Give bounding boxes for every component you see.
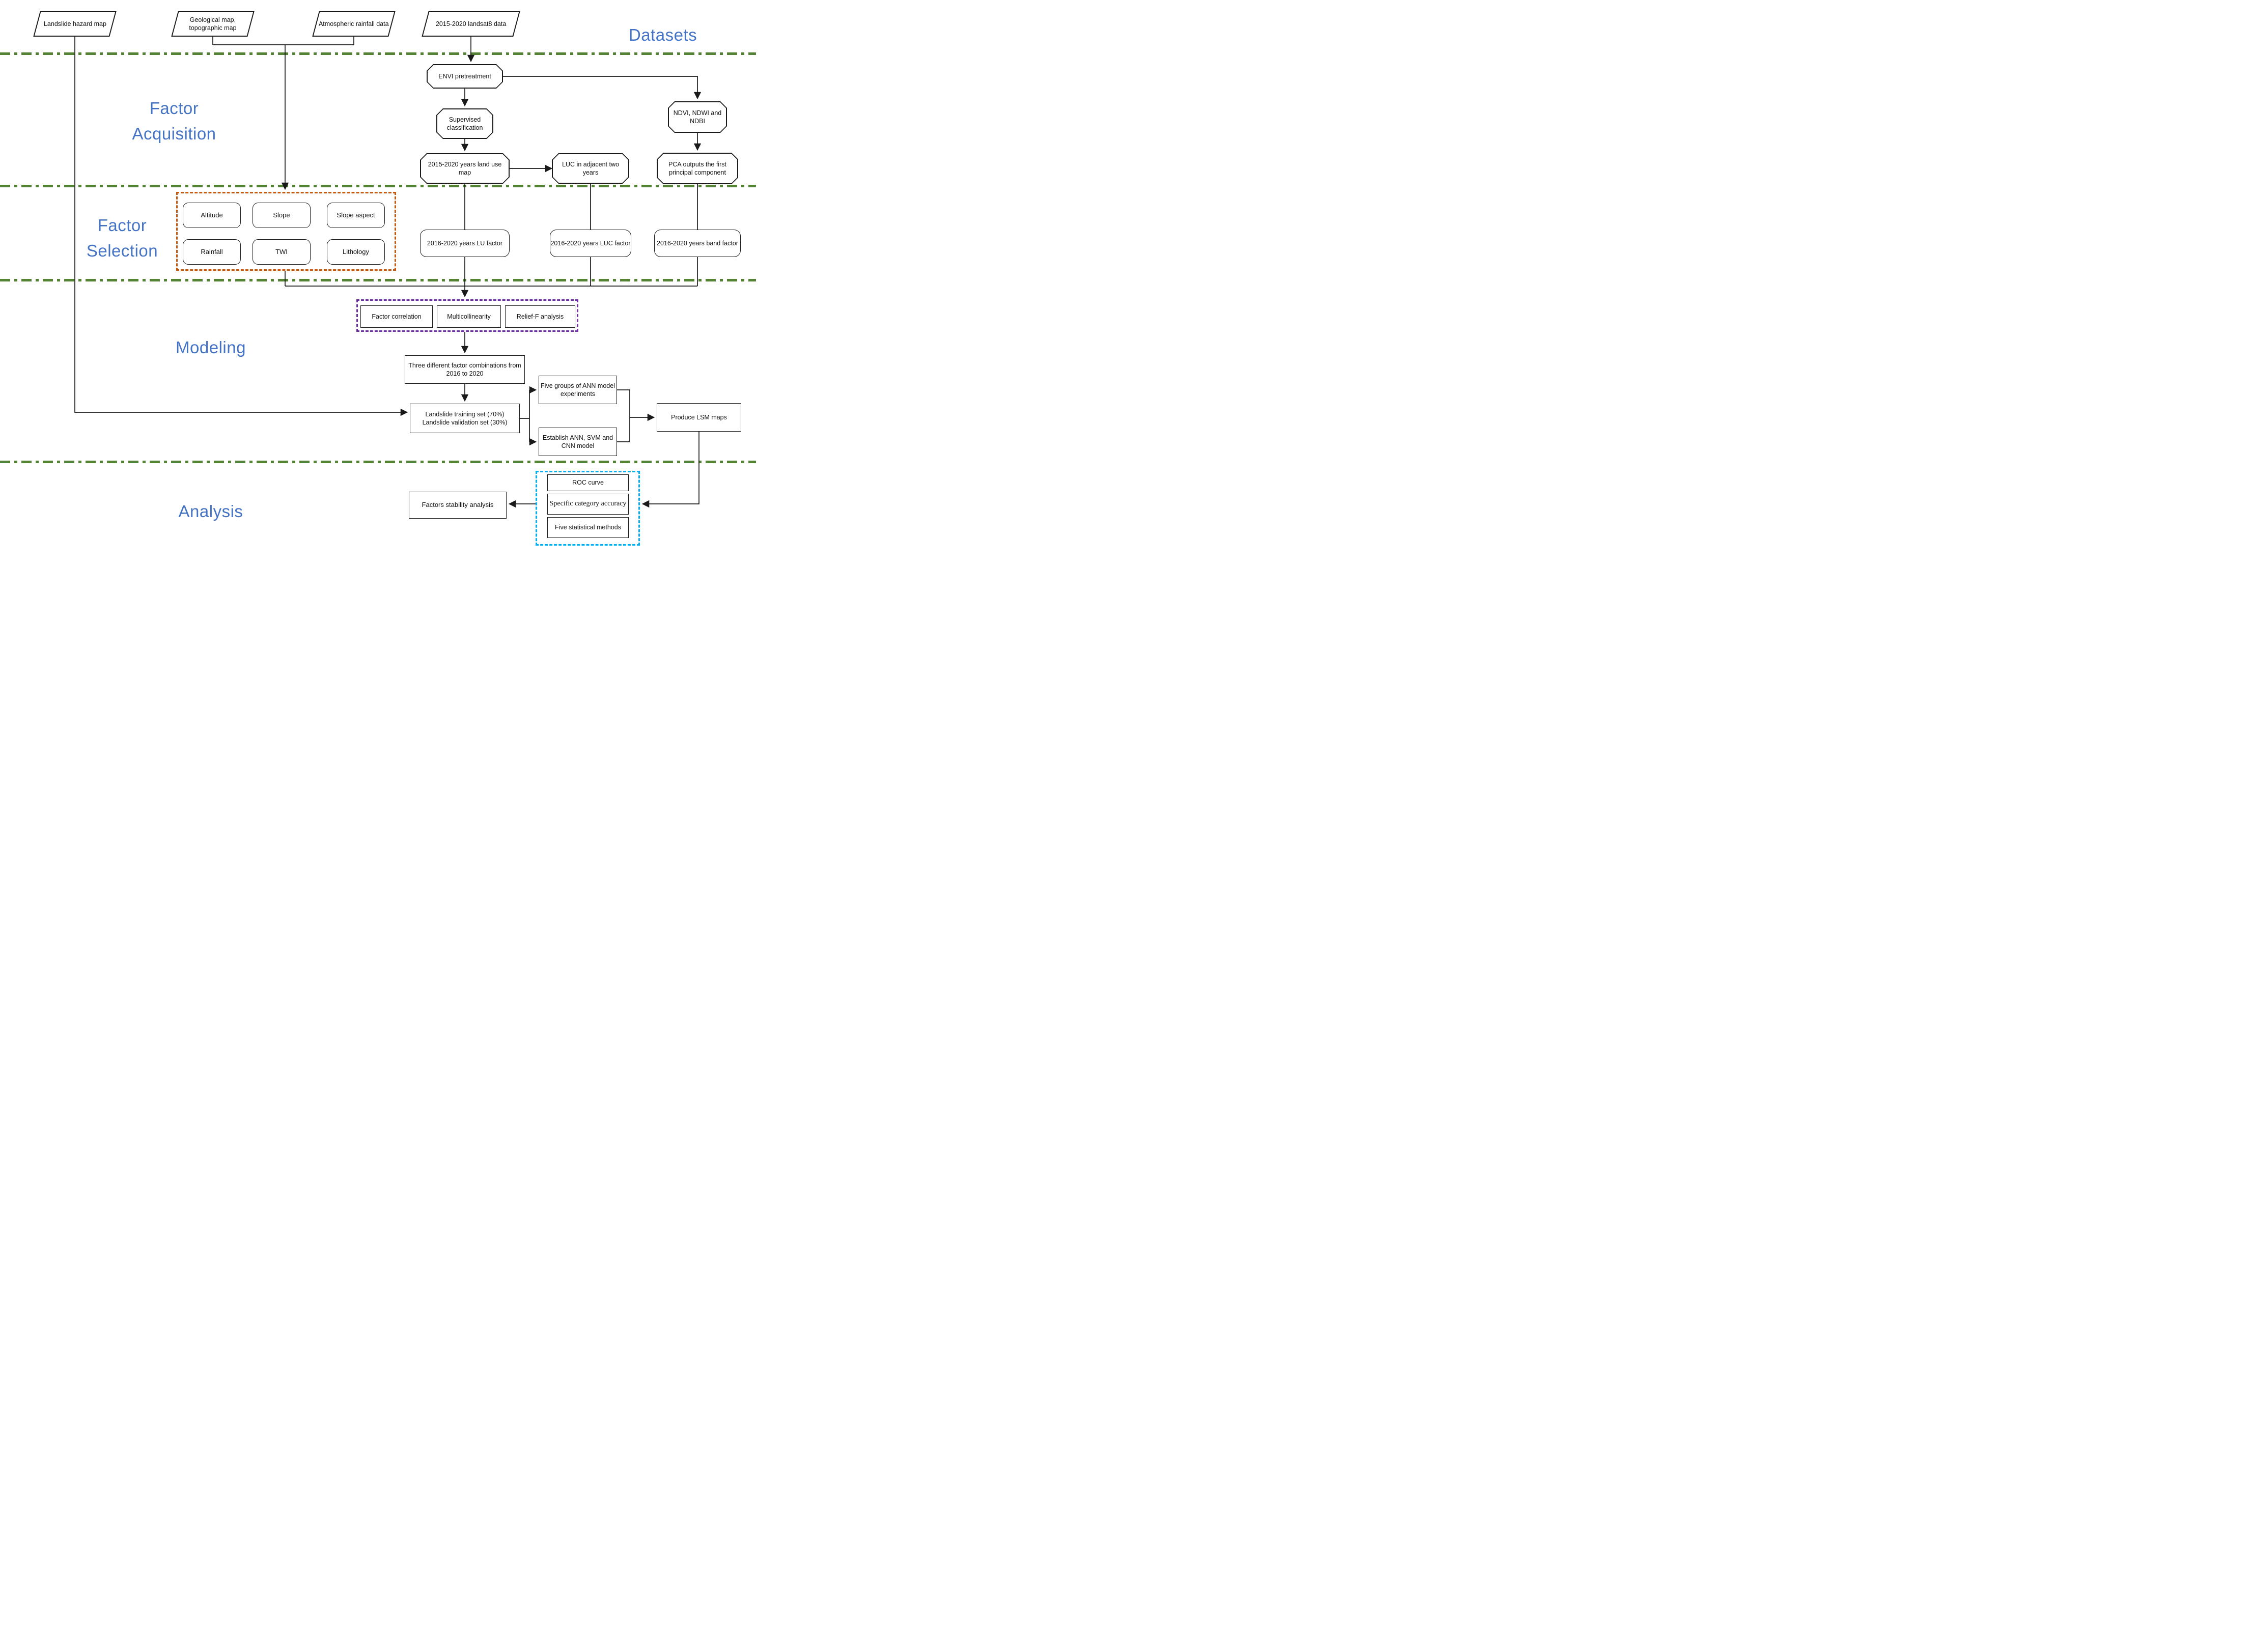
node-label: Factors stability analysis [422,501,494,509]
chip-label: TWI [275,247,288,256]
chip-label: Lithology [342,247,370,256]
terrain-factors-group [176,192,396,271]
node-lu-factor: 2016-2020 years LU factor [420,230,510,257]
dataset-label: Geological map, topographic map [189,16,237,32]
validation-set-line: Landslide validation set (30%) [422,419,508,426]
node-land-use-map: 2015-2020 years land use map [420,153,510,184]
factor-selection-line1: Factor [97,216,147,235]
node-label: Five groups of ANN model experiments [541,382,615,398]
factor-chip-twi: TWI [253,239,311,265]
selection-methods-group [356,299,578,332]
divider-modeling [0,461,756,463]
node-luc-adjacent-years: LUC in adjacent two years [552,153,629,184]
node-label: NDVI, NDWI and NDBI [669,102,726,132]
node-pca-first-component: PCA outputs the first principal componen… [657,153,738,184]
dataset-label: Landslide hazard map [43,20,106,27]
evaluation-methods-group [536,471,640,546]
node-three-combinations: Three different factor combinations from… [405,355,525,384]
node-factors-stability-analysis: Factors stability analysis [409,492,507,519]
node-label: Produce LSM maps [671,413,727,421]
divider-datasets [0,52,756,55]
dataset-label: 2015-2020 landsat8 data [435,20,507,27]
method-label: Relief-F analysis [516,313,564,320]
factor-acquisition-line2: Acquisition [132,124,216,143]
section-label-factor-selection: Factor Selection [61,213,183,263]
factor-selection-line2: Selection [86,241,158,260]
factor-chip-lithology: Lithology [327,239,385,265]
node-envi-pretreatment: ENVI pretreatment [427,64,503,89]
node-specific-category-accuracy: Specific category accuracy [547,494,629,515]
node-label: Landslide training set (70%) Landslide v… [423,410,508,427]
node-five-ann-experiments: Five groups of ANN model experiments [539,376,617,404]
factor-chip-slope-aspect: Slope aspect [327,203,385,228]
node-ndvi-ndwi-ndbi: NDVI, NDWI and NDBI [668,101,727,133]
node-label: ENVI pretreatment [428,65,502,88]
dataset-landslide-hazard-map: Landslide hazard map [33,11,117,37]
node-label: Supervised classification [437,109,493,138]
factor-acquisition-line1: Factor [149,99,199,118]
chip-label: Altitude [201,211,223,219]
node-establish-models: Establish ANN, SVM and CNN model [539,428,617,456]
chip-label: Rainfall [201,247,223,256]
dataset-label: Atmospheric rainfall data [319,20,389,27]
factor-chip-slope: Slope [253,203,311,228]
node-label: 2015-2020 years land use map [421,154,509,183]
node-label: Five statistical methods [555,524,621,531]
method-relief-f: Relief-F analysis [505,305,575,328]
divider-factor-acquisition [0,185,756,187]
section-label-datasets: Datasets [628,25,697,44]
node-label: Specific category accuracy [549,500,627,508]
factor-chip-rainfall: Rainfall [183,239,241,265]
node-band-factor: 2016-2020 years band factor [654,230,741,257]
method-factor-correlation: Factor correlation [360,305,433,328]
method-multicollinearity: Multicollinearity [437,305,501,328]
chip-label: Slope [273,211,290,219]
section-label-factor-acquisition: Factor Acquisition [113,96,235,146]
section-label-modeling: Modeling [176,338,246,357]
node-training-validation-set: Landslide training set (70%) Landslide v… [410,404,520,433]
dataset-geological-topographic-map: Geological map, topographic map [171,11,255,37]
factor-chip-altitude: Altitude [183,203,241,228]
node-label: PCA outputs the first principal componen… [658,154,738,184]
method-label: Factor correlation [372,313,422,320]
node-roc-curve: ROC curve [547,474,629,491]
method-label: Multicollinearity [447,313,491,320]
connector-lines [74,37,702,508]
training-set-line: Landslide training set (70%) [425,410,505,418]
section-label-analysis: Analysis [178,502,243,521]
dataset-landsat8: 2015-2020 landsat8 data [422,11,520,37]
flowchart-canvas: Datasets Factor Acquisition Factor Selec… [0,0,756,547]
node-five-statistical-methods: Five statistical methods [547,517,629,538]
node-label: Three different factor combinations from… [408,361,521,377]
chip-label: Slope aspect [337,211,375,219]
node-label: 2016-2020 years LU factor [427,239,502,247]
node-label: 2016-2020 years band factor [657,239,738,247]
node-produce-lsm-maps: Produce LSM maps [657,403,741,432]
divider-factor-selection [0,279,756,281]
node-label: LUC in adjacent two years [553,154,629,183]
dataset-atmospheric-rainfall: Atmospheric rainfall data [312,11,396,37]
flow-arrows [74,37,702,508]
node-label: ROC curve [572,479,604,487]
node-label: 2016-2020 years LUC factor [550,239,631,247]
node-luc-factor: 2016-2020 years LUC factor [550,230,631,257]
node-supervised-classification: Supervised classification [436,108,493,139]
node-label: Establish ANN, SVM and CNN model [542,434,613,449]
